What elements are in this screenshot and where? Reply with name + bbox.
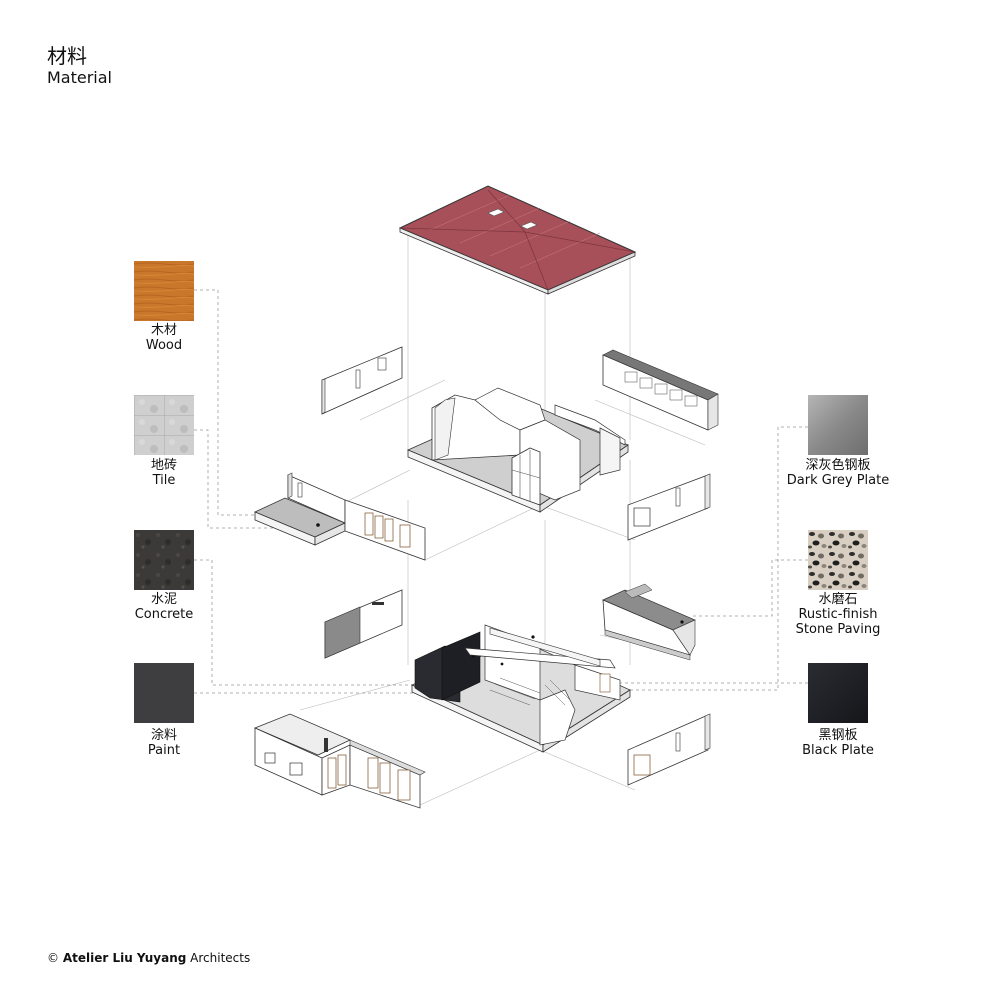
studio-suffix: Architects: [190, 951, 251, 965]
copyright-footer: © Atelier Liu Yuyang Architects: [47, 951, 250, 965]
black-plate-label-zh: 黑钢板: [818, 728, 858, 743]
paint-label-zh: 涂料: [150, 728, 177, 743]
dark-grey-plate-label-zh: 深灰色钢板: [805, 458, 871, 473]
left-wing-upper: [254, 472, 426, 561]
dark-grey-plate-swatch: [808, 395, 868, 455]
lower-left-building: [253, 713, 426, 809]
tile-label: 地砖 Tile: [104, 458, 224, 488]
tile-label-zh: 地砖: [150, 458, 177, 473]
terrazzo-label-en: Rustic-finish: [798, 607, 878, 622]
lower-right-wall: [627, 713, 711, 786]
concrete-label: 水泥 Concrete: [104, 592, 224, 622]
black-plate-swatch: [808, 663, 868, 723]
alignment-guides: [299, 232, 706, 806]
terrazzo-swatch: [808, 530, 868, 590]
studio-name: Atelier Liu Yuyang: [62, 951, 187, 965]
wood-label: 木材 Wood: [104, 323, 224, 353]
dark-grey-plate-label: 深灰色钢板 Dark Grey Plate: [768, 458, 908, 488]
black-plate-label-en: Black Plate: [802, 743, 874, 758]
roof: [398, 185, 637, 295]
title-en: Material: [47, 68, 112, 87]
upper-right-wall: [627, 473, 711, 541]
leader-lines: [194, 289, 808, 694]
concrete-label-zh: 水泥: [150, 592, 177, 607]
terrazzo-label-en2: Stone Paving: [795, 622, 881, 637]
lower-left-wall: [324, 589, 403, 659]
dark-grey-plate-label-en: Dark Grey Plate: [786, 473, 890, 488]
terrazzo-label: 水磨石 Rustic-finish Stone Paving: [768, 592, 908, 637]
copyright-symbol: ©: [47, 951, 59, 965]
paint-label: 涂料 Paint: [104, 728, 224, 758]
terrazzo-label-zh: 水磨石: [818, 592, 858, 607]
wood-label-en: Wood: [145, 338, 183, 353]
concrete-swatch: [134, 530, 194, 590]
wood-label-zh: 木材: [150, 323, 177, 338]
black-plate-label: 黑钢板 Black Plate: [768, 728, 908, 758]
paint-swatch: [134, 663, 194, 723]
lower-right-box: [602, 583, 696, 661]
title-zh: 材料: [47, 44, 87, 68]
paint-label-en: Paint: [147, 743, 181, 758]
upper-right-balcony: [602, 349, 719, 431]
ground-floor: [411, 624, 631, 753]
concrete-label-en: Concrete: [134, 607, 194, 622]
upper-left-wall: [321, 346, 403, 415]
tile-swatch: [134, 395, 194, 455]
upper-floor: [406, 387, 629, 513]
wood-swatch: [134, 261, 194, 321]
tile-label-en: Tile: [152, 473, 176, 488]
diagram-title: 材料 Material: [47, 44, 112, 88]
